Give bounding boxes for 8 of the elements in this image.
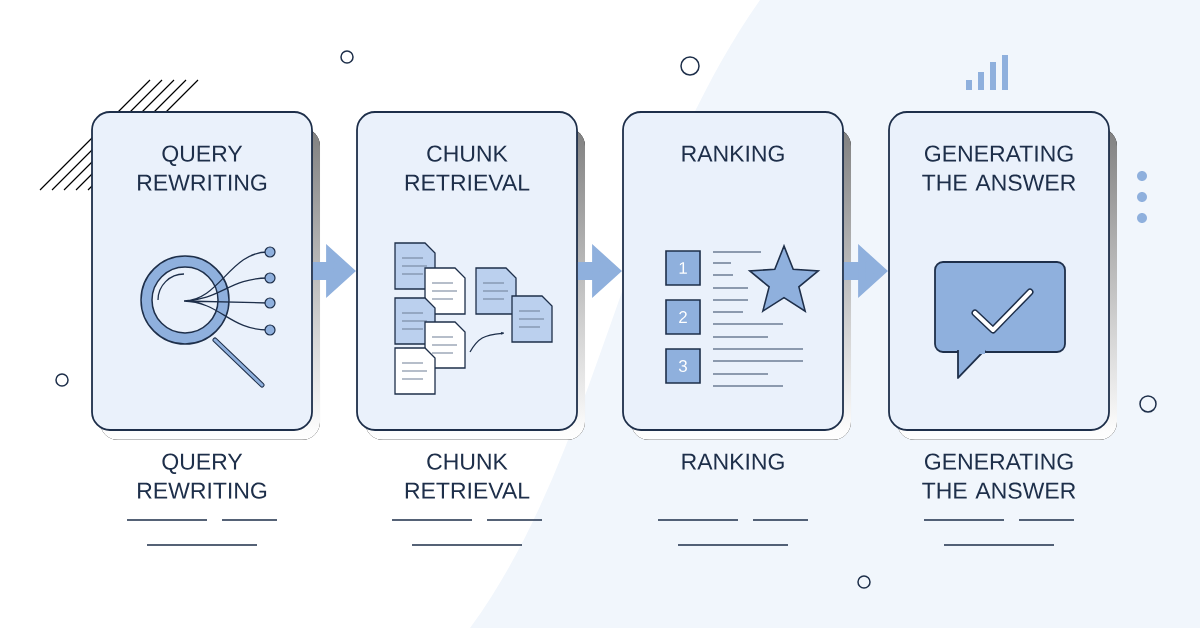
step-caption: QUERY REWRITING [138, 453, 267, 499]
rank-number: 3 [665, 348, 701, 384]
rank-number: 1 [665, 250, 701, 286]
rank-number: 2 [665, 299, 701, 335]
process-box: QUERY REWRITING [91, 111, 313, 431]
step-caption: CHUNK RETRIEVAL [405, 453, 530, 499]
step-caption: RANKING [682, 453, 784, 470]
step-caption: GENERATING THE ANSWER [922, 453, 1076, 499]
